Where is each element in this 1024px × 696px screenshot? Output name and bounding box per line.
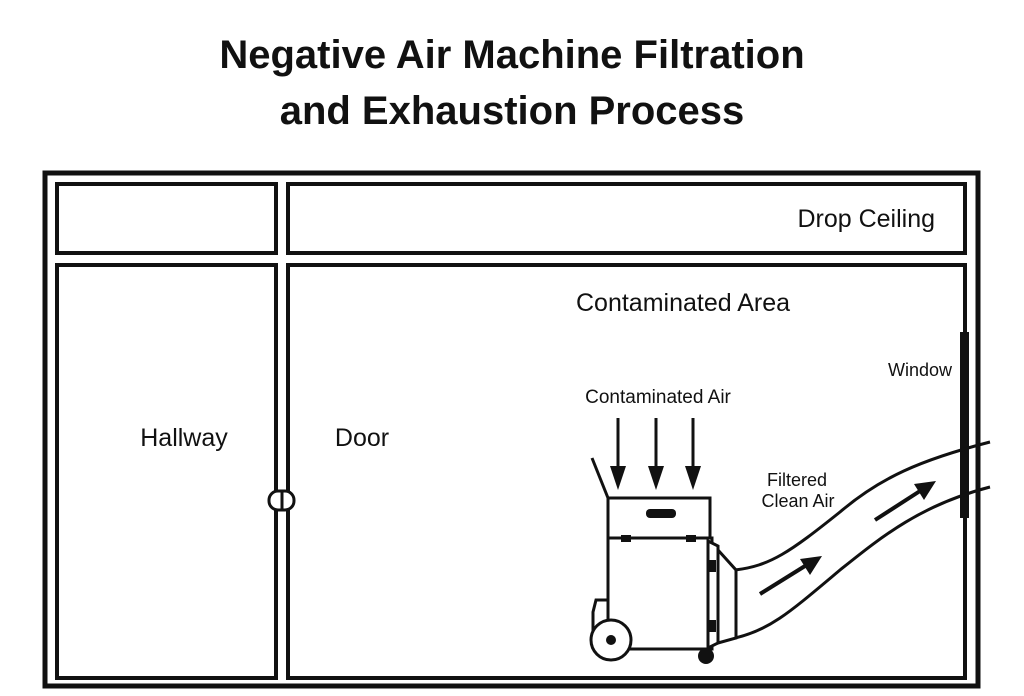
contaminated-area-label: Contaminated Area <box>576 289 790 317</box>
duct-upper-edge <box>734 440 991 572</box>
diagram-title-line1: Negative Air Machine Filtration <box>219 33 805 77</box>
hallway-room <box>55 263 278 680</box>
side-clip-lower <box>708 620 716 632</box>
exhaust-duct <box>734 440 991 640</box>
exhaust-collar <box>716 546 738 645</box>
contaminated-air-arrows <box>610 418 701 490</box>
hallway-label: Hallway <box>140 424 228 452</box>
diagram-title-line2: and Exhaustion Process <box>279 89 745 133</box>
duct-arrow-head-2 <box>914 481 936 500</box>
machine-handle <box>590 457 610 499</box>
machine-latch-right <box>686 535 696 542</box>
down-arrow-head-3 <box>685 466 701 490</box>
duct-lower-edge <box>734 485 991 640</box>
contaminated-air-label: Contaminated Air <box>585 387 731 408</box>
outer-wall <box>42 170 981 689</box>
filtered-clean-air-label-line2: Clean Air <box>761 491 834 511</box>
machine-small-wheel <box>698 648 714 664</box>
wheel-hub <box>606 635 616 645</box>
side-clip-upper <box>708 560 716 572</box>
duct-arrow-shaft-2 <box>873 489 922 522</box>
filtered-air-arrows <box>758 481 936 596</box>
down-arrow-head-1 <box>610 466 626 490</box>
machine-top-grip <box>646 509 676 518</box>
filtered-clean-air-label-line1: Filtered <box>767 470 827 490</box>
negative-air-machine <box>589 457 738 664</box>
ceiling-left-panel <box>55 182 278 255</box>
door-label: Door <box>335 424 389 452</box>
window <box>960 332 969 518</box>
duct-arrow-head-1 <box>800 556 822 575</box>
drop-ceiling-panel <box>286 182 967 255</box>
drop-ceiling-label: Drop Ceiling <box>797 205 935 233</box>
wheel-bracket <box>591 598 608 632</box>
down-arrow-head-2 <box>648 466 664 490</box>
window-label: Window <box>888 360 953 380</box>
machine-latch-left <box>621 535 631 542</box>
duct-arrow-shaft-1 <box>758 564 807 596</box>
